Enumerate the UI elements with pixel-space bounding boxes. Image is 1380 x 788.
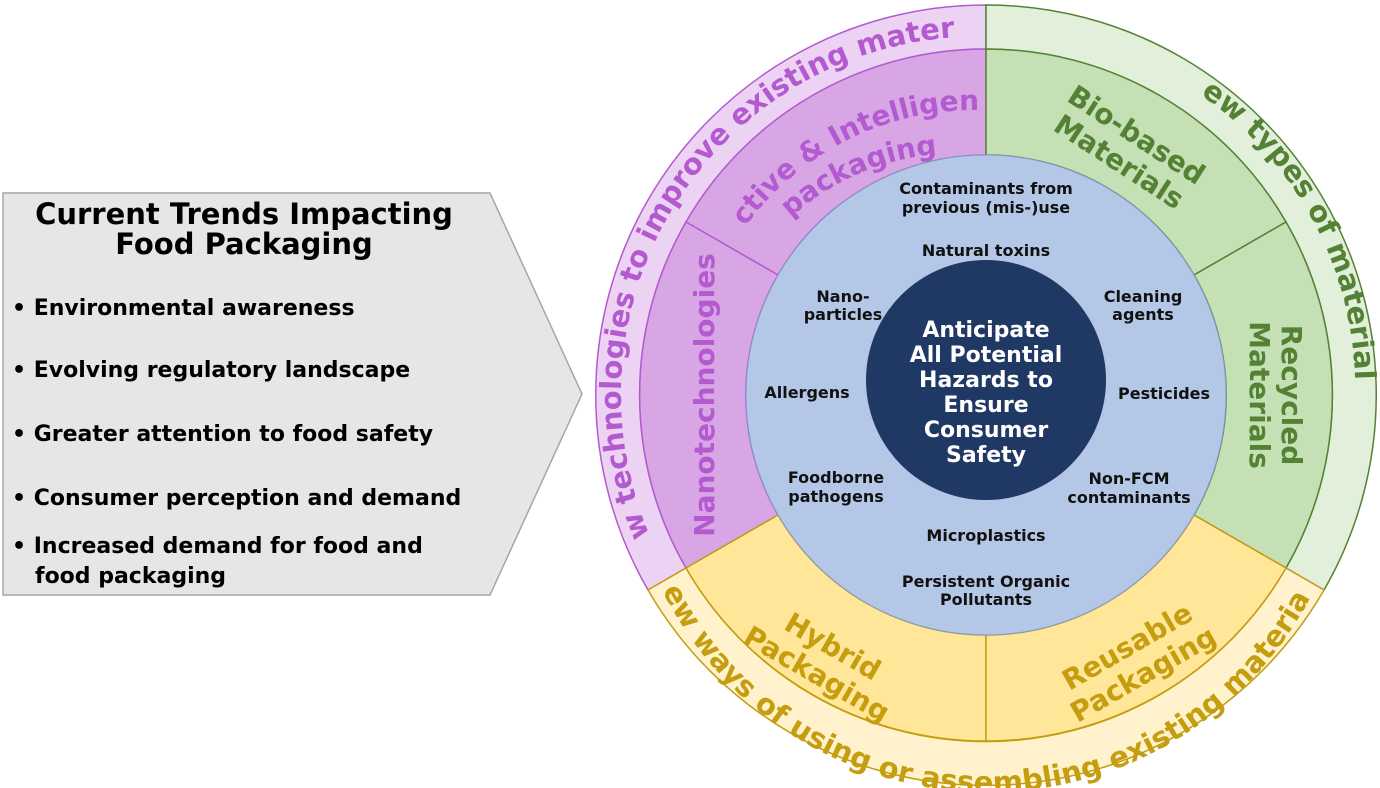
hazard-labels: Contaminants from previous (mis-)use Nat…	[764, 179, 1210, 609]
center-line-3: Hazards to	[919, 368, 1053, 393]
trend-bullet-5: • Increased demand for food and	[12, 534, 423, 559]
hazard-pesticides: Pesticides	[1118, 384, 1210, 403]
trends-panel: Current Trends Impacting Food Packaging …	[2, 192, 583, 596]
center-circle	[866, 260, 1106, 500]
trend-bullet-3: • Greater attention to food safety	[12, 422, 433, 447]
trends-arrow-shape	[2, 192, 583, 596]
trend-bullet-1: • Environmental awareness	[12, 296, 355, 321]
hazard-cleaning-line2: agents	[1112, 305, 1174, 324]
hazard-pop-line2: Pollutants	[940, 590, 1032, 609]
hazard-microplastics: Microplastics	[926, 526, 1045, 545]
center-line-6: Safety	[946, 443, 1026, 468]
center-line-1: Anticipate	[922, 318, 1049, 343]
hazard-cleaning-line1: Cleaning	[1104, 287, 1183, 306]
trends-title-line1: Current Trends Impacting	[35, 197, 453, 231]
label-recycled-line2: Materials	[1243, 321, 1276, 469]
center-line-5: Consumer	[924, 418, 1049, 443]
trends-title-line2: Food Packaging	[115, 227, 373, 261]
hazard-nonfcm-line1: Non-FCM	[1088, 469, 1169, 488]
hazard-contaminants-line2: previous (mis-)use	[902, 198, 1070, 217]
center-line-2: All Potential	[910, 343, 1063, 368]
hazard-foodborne-line1: Foodborne	[788, 468, 884, 487]
hazard-nanoparticles-line1: Nano-	[816, 287, 869, 306]
label-recycled-line1: Recycled	[1275, 325, 1308, 466]
hazard-nonfcm-line2: contaminants	[1067, 488, 1190, 507]
middle-ring	[638, 48, 1334, 742]
hazard-foodborne-line2: pathogens	[788, 487, 884, 506]
center-message: Anticipate All Potential Hazards to Ensu…	[910, 318, 1063, 468]
trend-bullet-2: • Evolving regulatory landscape	[12, 358, 410, 383]
hazard-natural-toxins: Natural toxins	[922, 241, 1050, 260]
hazard-pop-line1: Persistent Organic	[902, 572, 1070, 591]
hazard-nanoparticles-line2: particles	[804, 305, 883, 324]
label-recycled: Recycled Materials	[1243, 321, 1308, 469]
center-line-4: Ensure	[943, 393, 1028, 418]
trend-bullet-4: • Consumer perception and demand	[12, 486, 461, 511]
trend-bullet-5-cont: food packaging	[35, 564, 226, 589]
hazard-allergens: Allergens	[764, 383, 849, 402]
label-nanotechnologies: Nanotechnologies	[688, 253, 721, 537]
hazard-contaminants-line1: Contaminants from	[899, 179, 1073, 198]
